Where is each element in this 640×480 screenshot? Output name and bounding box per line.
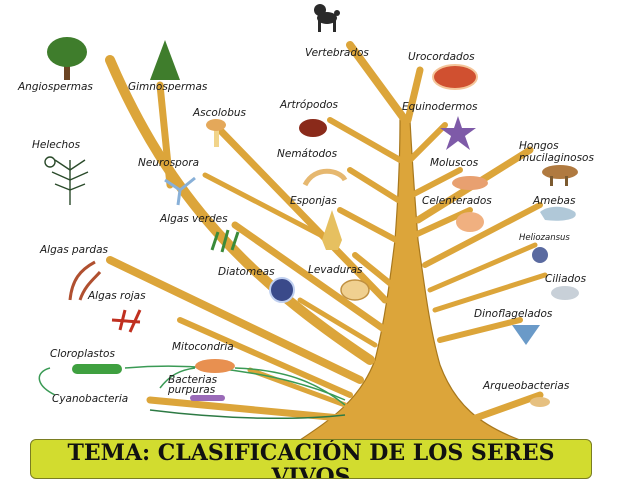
label-bacterias-1: Bacterias — [168, 374, 218, 386]
dog-icon — [314, 4, 340, 32]
heliozoario-icon — [532, 247, 548, 263]
label-esponjas: Esponjas — [290, 195, 337, 207]
label-cloroplastos: Cloroplastos — [50, 348, 115, 360]
branch-algas-rojas — [177, 317, 353, 398]
label-celenterados: Celenterados — [422, 195, 492, 207]
label-moluscos: Moluscos — [430, 157, 479, 169]
ameba-icon — [540, 206, 576, 221]
branch-ascolobus — [216, 126, 389, 304]
label-nematodos: Nemátodos — [277, 148, 338, 160]
branch-neurospora — [202, 172, 333, 243]
label-artropodos: Artrópodos — [279, 99, 339, 111]
label-equinodermos: Equinodermos — [402, 101, 478, 113]
urocordado-icon — [432, 64, 478, 90]
mitocondria-icon — [195, 359, 235, 373]
angiosperm-tree-icon — [47, 37, 87, 80]
branch-urocordados — [404, 66, 424, 124]
label-ascolobus: Ascolobus — [192, 107, 247, 119]
branch-levaduras — [352, 252, 395, 288]
label-vertebrados: Vertebrados — [305, 47, 369, 59]
label-algas-pardas: Algas pardas — [39, 244, 109, 256]
cloroplasto-icon — [72, 364, 122, 374]
algas-rojas-icon — [111, 309, 142, 333]
branch-cloroplastos — [146, 396, 344, 422]
label-heliozoarios: Heliozansus — [519, 233, 570, 243]
label-diatomeas: Diatomeas — [218, 266, 275, 278]
label-arqueobacterias: Arqueobacterias — [482, 380, 570, 392]
branch-equinodermos — [407, 122, 448, 163]
branch-gimnospermas — [156, 81, 174, 189]
algas-verdes-icon — [210, 229, 240, 253]
illustrations — [44, 4, 579, 407]
label-algas-verdes: Algas verdes — [159, 213, 228, 225]
arrow-cyano-cloroplasto — [38, 367, 56, 396]
ascolobus-icon — [206, 119, 226, 147]
label-amebas: Amebas — [532, 195, 576, 207]
starfish-icon — [440, 116, 476, 150]
label-bacterias-2: purpuras — [167, 384, 216, 396]
branch-artropodos — [327, 117, 403, 163]
branch-algas-pardas — [106, 256, 364, 384]
esponja-icon — [322, 210, 342, 250]
label-hongos-2: mucilaginosos — [519, 152, 594, 164]
branch-heliozoarios — [427, 242, 538, 293]
label-cianobacteria: Cyanobacteria — [52, 393, 128, 405]
arrow-cyano-tree — [149, 409, 346, 420]
levadura-icon — [340, 279, 370, 301]
branch-vertebrados — [346, 41, 409, 124]
label-angiospermas: Angiospermas — [17, 81, 93, 93]
label-neurospora: Neurospora — [138, 157, 199, 169]
algas-pardas-icon — [68, 260, 102, 301]
label-urocordados: Urocordados — [408, 51, 475, 63]
branch-arqueobacterias — [466, 391, 544, 424]
endosymbiosis-arrows — [38, 365, 346, 420]
bacteria-purpura-icon — [190, 395, 225, 401]
branch-esponjas — [337, 207, 399, 243]
conifer-icon — [150, 40, 180, 80]
taxon-labels: Vertebrados Urocordados Angiospermas Gim… — [17, 47, 594, 405]
label-helechos: Helechos — [32, 139, 81, 151]
title-banner: TEMA: CLASIFICACIÓN DE LOS SERES VIVOS — [30, 439, 592, 479]
molusco-icon — [452, 176, 488, 190]
celenterado-icon — [456, 212, 484, 232]
label-algas-rojas: Algas rojas — [87, 290, 146, 302]
branch-moluscos — [409, 167, 463, 198]
branch-algas-verdes — [231, 221, 389, 334]
label-dinoflagelados: Dinoflagelados — [474, 308, 553, 320]
artropodo-icon — [299, 119, 327, 137]
label-gimnospermas: Gimnospermas — [128, 81, 208, 93]
branch-celenterados — [412, 207, 473, 238]
arrow-bacteria-mitocondria — [159, 367, 196, 389]
diatomea-icon — [269, 277, 295, 303]
arqueobacteria-icon — [530, 397, 550, 407]
ciliado-icon — [551, 286, 579, 300]
tree-trunk — [298, 119, 521, 441]
branch-amebas — [422, 202, 543, 268]
nematodo-icon — [302, 168, 348, 187]
branch-diatomeas — [297, 297, 378, 348]
branch-ciliados — [432, 272, 548, 313]
branch-nematodos — [347, 167, 401, 203]
dinoflagelado-icon — [512, 325, 540, 345]
branch-dinoflagelados — [437, 317, 523, 343]
label-ciliados: Ciliados — [545, 273, 587, 285]
label-levaduras: Levaduras — [308, 264, 363, 276]
label-hongos-1: Hongos — [519, 140, 559, 152]
fern-icon — [44, 156, 89, 205]
page-title: TEMA: CLASIFICACIÓN DE LOS SERES VIVOS — [67, 440, 555, 479]
hongos-icon — [542, 165, 578, 186]
neurospora-icon — [164, 176, 196, 206]
arrow-mito-tree — [234, 367, 346, 406]
label-mitocondria: Mitocondria — [172, 341, 234, 353]
